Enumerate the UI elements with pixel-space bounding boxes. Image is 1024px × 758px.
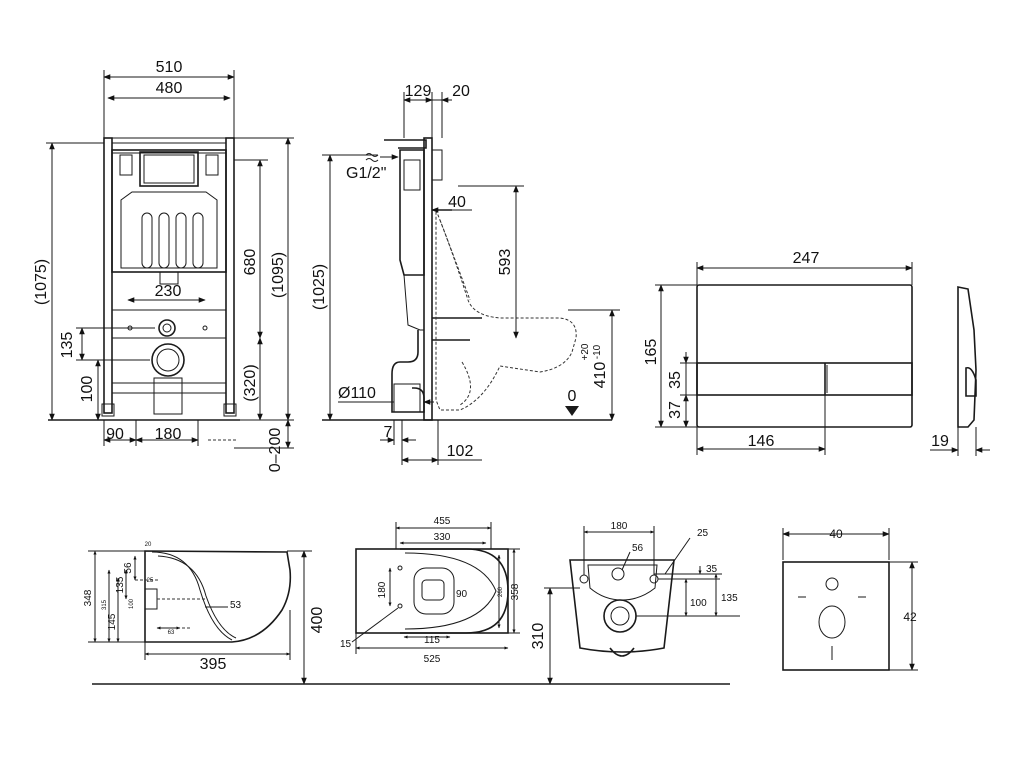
dim-510: 510 [156, 59, 183, 76]
dim-410: 410 [592, 362, 609, 389]
dim-19: 19 [931, 433, 949, 450]
bowl-side-view: 348 315 145 135 56 20 25 100 53 63 395 4… [83, 542, 730, 685]
dim-40: 40 [448, 194, 466, 211]
dim-395: 395 [200, 656, 227, 673]
dim-330: 330 [434, 532, 451, 543]
dim-247: 247 [793, 250, 820, 267]
dim-37: 37 [667, 401, 684, 419]
dim-400: 400 [309, 607, 326, 634]
dim-230: 230 [155, 283, 182, 300]
dim-0-200: 0–200 [267, 428, 284, 473]
dim-63: 63 [168, 630, 175, 636]
dim-180: 180 [155, 426, 182, 443]
dim-115: 115 [424, 635, 440, 646]
dim-25-side: 25 [147, 578, 154, 584]
dim-146: 146 [748, 433, 775, 450]
frame-front-view: 510 480 (1075) 680 (1095) (320) 230 135 … [33, 59, 294, 472]
dim-90-top: 90 [456, 589, 468, 600]
zero-level: 0 [568, 388, 577, 405]
dim-100-rear: 100 [690, 598, 707, 609]
dim-135: 135 [59, 332, 76, 359]
dim-35: 35 [667, 371, 684, 389]
dim-455: 455 [434, 516, 451, 527]
dim-35-rear: 35 [706, 564, 718, 575]
frame-side-view: 129 20 G1/2" 40 593 (1025) Ø110 7 102 41… [311, 83, 620, 465]
dim-315: 315 [102, 599, 108, 610]
dim-180-top: 180 [377, 581, 388, 598]
dim-56-side: 56 [123, 562, 134, 574]
tol-plus: +20 [580, 343, 591, 360]
dim-348: 348 [83, 589, 94, 606]
gasket-view: 40 42 [782, 527, 918, 671]
dim-40-gasket: 40 [829, 527, 843, 541]
dim-25-rear: 25 [697, 528, 709, 539]
dim-56-rear: 56 [632, 543, 644, 554]
flush-plate-view: 247 165 35 37 146 19 [643, 250, 990, 456]
dim-d110: Ø110 [338, 385, 376, 402]
dim-90: 90 [106, 426, 124, 443]
dim-102: 102 [447, 443, 474, 460]
dim-310: 310 [530, 623, 547, 650]
dim-42-gasket: 42 [903, 610, 917, 624]
zero-level-arrow [565, 406, 579, 416]
dim-135-rear: 135 [721, 593, 738, 604]
inlet-g12: G1/2" [346, 165, 386, 182]
dim-1025: (1025) [311, 264, 328, 310]
dim-20: 20 [452, 83, 470, 100]
dim-593: 593 [497, 249, 514, 276]
dim-1075: (1075) [33, 259, 50, 305]
dim-100: 100 [79, 376, 96, 403]
dim-1095: (1095) [270, 252, 287, 298]
bowl-rear-view: 180 25 56 35 100 135 310 [530, 521, 740, 685]
dim-53: 53 [230, 600, 242, 611]
dim-525: 525 [424, 654, 441, 665]
dim-20-side: 20 [145, 542, 152, 548]
dim-129: 129 [405, 83, 432, 100]
dim-15: 15 [340, 639, 352, 650]
dim-165: 165 [643, 339, 660, 366]
dim-480: 480 [156, 80, 183, 97]
dim-320: (320) [242, 364, 259, 401]
tol-minus: -10 [592, 344, 603, 359]
bowl-top-view: 455 330 180 90 358 260 115 15 525 [340, 516, 521, 665]
dim-180-rear: 180 [611, 521, 628, 532]
dim-100-side: 100 [129, 598, 135, 609]
dim-7: 7 [384, 424, 393, 441]
dim-135-side: 135 [115, 576, 126, 593]
dim-260: 260 [498, 586, 504, 597]
dim-680: 680 [242, 249, 259, 276]
dim-145: 145 [107, 613, 118, 630]
dim-358: 358 [510, 583, 521, 600]
